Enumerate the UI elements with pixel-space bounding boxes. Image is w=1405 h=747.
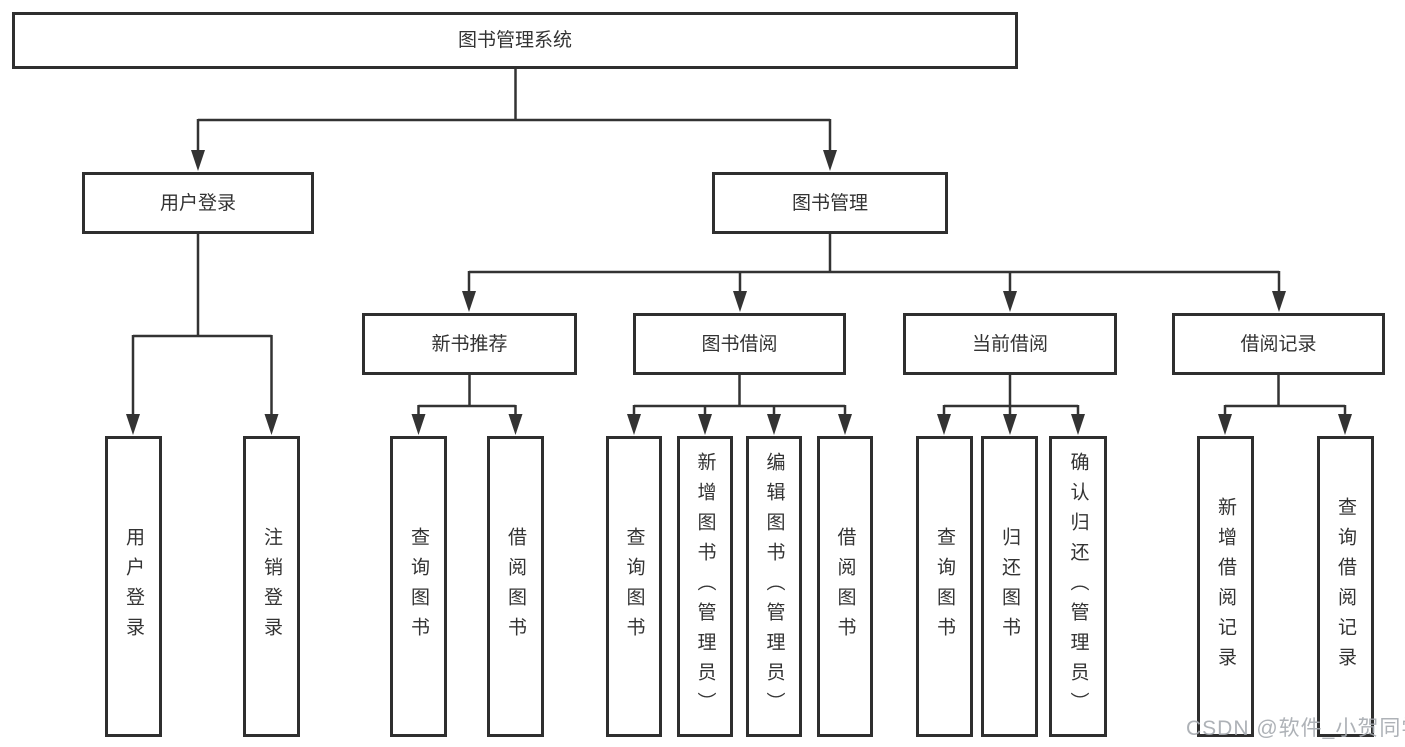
node-book-management-label: 图书管理 xyxy=(791,192,868,214)
node-root: 图书管理系统 xyxy=(12,12,1018,69)
node-book-borrowing: 图书借阅 xyxy=(633,313,846,375)
leaf-confirm-return-admin-label: 确认归还（管理员） xyxy=(1067,451,1089,722)
leaf-add-borrow-record: 新增借阅记录 xyxy=(1197,436,1254,737)
leaf-recommend-borrow-book-label: 借阅图书 xyxy=(505,526,526,647)
leaf-recommend-borrow-book: 借阅图书 xyxy=(487,436,544,737)
leaf-query-borrow-record: 查询借阅记录 xyxy=(1317,436,1374,737)
leaf-borrowing-borrow-book-label: 借阅图书 xyxy=(834,526,856,647)
node-new-book-recommend: 新书推荐 xyxy=(362,313,577,375)
leaf-recommend-query-book: 查询图书 xyxy=(390,436,447,737)
leaf-confirm-return-admin: 确认归还（管理员） xyxy=(1049,436,1107,737)
leaf-add-borrow-record-label: 新增借阅记录 xyxy=(1215,496,1236,677)
leaf-borrowing-query-book-label: 查询图书 xyxy=(623,526,645,647)
tree-edges xyxy=(131,69,1347,416)
leaf-return-book: 归还图书 xyxy=(981,436,1038,737)
node-user-login: 用户登录 xyxy=(82,172,314,234)
leaf-add-book-admin-label: 新增图书（管理员） xyxy=(694,451,716,722)
leaf-return-book-label: 归还图书 xyxy=(999,526,1020,647)
leaf-borrowing-query-book: 查询图书 xyxy=(606,436,662,737)
node-borrow-records-label: 借阅记录 xyxy=(1240,333,1317,355)
leaf-logout-label: 注销登录 xyxy=(261,526,282,647)
leaf-query-borrow-record-label: 查询借阅记录 xyxy=(1335,496,1356,677)
node-book-borrowing-label: 图书借阅 xyxy=(701,333,778,355)
csdn-watermark: CSDN @软件_小贺同学 xyxy=(1186,717,1405,740)
node-current-borrowing-label: 当前借阅 xyxy=(971,333,1048,355)
node-user-login-label: 用户登录 xyxy=(159,192,236,214)
node-borrow-records: 借阅记录 xyxy=(1172,313,1385,375)
arrowheads xyxy=(126,150,1352,435)
leaf-user-login-label: 用户登录 xyxy=(123,526,144,647)
node-new-book-recommend-label: 新书推荐 xyxy=(431,333,508,355)
leaf-add-book-admin: 新增图书（管理员） xyxy=(677,436,733,737)
leaf-current-query-book-label: 查询图书 xyxy=(934,526,955,647)
leaf-current-query-book: 查询图书 xyxy=(916,436,973,737)
leaf-borrowing-borrow-book: 借阅图书 xyxy=(817,436,873,737)
leaf-logout: 注销登录 xyxy=(243,436,300,737)
node-book-management: 图书管理 xyxy=(712,172,948,234)
leaf-recommend-query-book-label: 查询图书 xyxy=(408,526,429,647)
node-current-borrowing: 当前借阅 xyxy=(903,313,1117,375)
leaf-edit-book-admin: 编辑图书（管理员） xyxy=(746,436,802,737)
node-root-label: 图书管理系统 xyxy=(457,30,572,51)
leaf-edit-book-admin-label: 编辑图书（管理员） xyxy=(763,451,785,722)
leaf-user-login: 用户登录 xyxy=(105,436,162,737)
